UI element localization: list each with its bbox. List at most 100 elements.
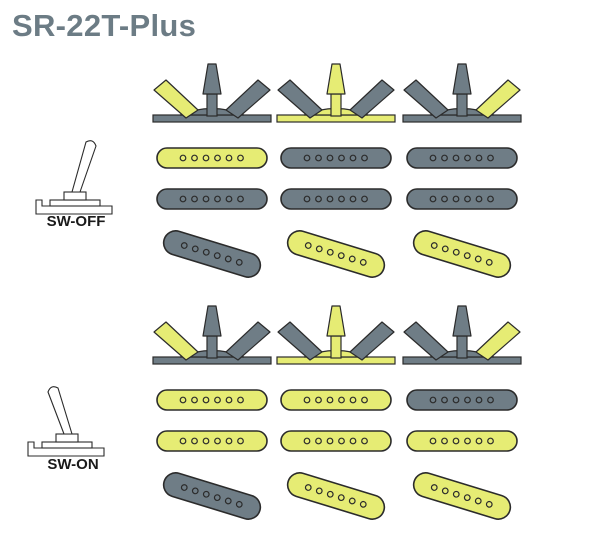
pole-piece [179,396,187,404]
section-sw-on [27,305,522,520]
toggle-plate [49,199,101,207]
selector-center-stem [330,93,342,117]
pickup-body [156,430,268,452]
pole-piece [202,195,210,203]
pole-piece [441,396,448,404]
selector-switch [276,63,396,123]
pole-piece [452,248,460,256]
pole-piece [191,487,199,495]
pole-piece [214,437,221,445]
pole-piece [214,154,221,162]
pole-piece [485,258,493,266]
pole-piece [315,195,322,203]
pickup-body [286,230,386,278]
pole-piece [338,195,345,203]
pole-piece [202,490,210,498]
pole-piece [475,195,483,203]
pole-piece [304,484,312,491]
pole-piece [214,396,221,404]
single-coil-pickup [406,147,518,169]
pole-piece [235,258,243,266]
slanted-pickup [412,472,512,520]
pickup-body [406,430,518,452]
slanted-pickup [162,472,262,520]
selector-center-knob [326,305,346,337]
slanted-pickup [286,472,386,520]
single-coil-pickup [156,188,268,210]
pole-piece [361,154,368,162]
pole-piece [315,437,322,445]
selector-switch [402,305,522,365]
position-column-2 [276,63,396,278]
pole-piece [338,437,345,445]
pole-piece [429,154,437,162]
pole-piece [441,195,448,203]
selector-left-blade [403,321,449,361]
mini-toggle-switch [27,386,105,457]
pole-piece [214,195,221,203]
pole-piece [452,195,460,203]
pole-piece [429,396,437,404]
pole-piece [237,154,244,162]
toggle-lever [71,140,97,193]
selector-left-blade [277,321,323,361]
pole-piece [303,437,311,445]
page-title: SR-22T-Plus [12,8,197,43]
pole-piece [349,396,357,404]
pickup-body [412,230,512,278]
pole-piece [464,154,471,162]
selector-right-blade [475,79,521,119]
single-coil-pickup [156,389,268,411]
pole-piece [303,396,311,404]
pole-piece [361,396,368,404]
selector-center-knob [326,63,346,95]
pickup-body [406,389,518,411]
single-coil-pickup [406,188,518,210]
sw-on-label: SW-ON [47,456,99,473]
selector-center-stem [456,93,468,117]
single-coil-pickup [156,430,268,452]
selector-left-blade [277,79,323,119]
pole-piece [326,154,334,162]
single-coil-pickup [280,147,392,169]
selector-center-knob [452,305,472,337]
pole-piece [452,490,460,498]
pickup-body [156,389,268,411]
pole-piece [441,487,449,495]
pickup-body [286,472,386,520]
pole-piece [452,396,460,404]
pole-piece [487,437,494,445]
position-column-1 [152,305,272,520]
pickup-body [280,188,392,210]
pole-piece [180,484,188,491]
selector-right-blade [475,321,521,361]
pole-piece [337,252,345,260]
pole-piece [474,255,482,263]
selector-center-knob [452,63,472,95]
pole-piece [237,195,244,203]
pole-piece [452,437,460,445]
pole-piece [326,396,334,404]
pole-piece [191,437,198,445]
selector-right-blade [349,79,395,119]
pole-piece [191,396,198,404]
pole-piece [202,248,210,256]
pole-piece [213,494,221,502]
pole-piece [430,242,438,249]
selector-switch [152,305,272,365]
pole-piece [452,154,460,162]
pole-piece [348,497,356,505]
selector-switch [276,305,396,365]
toggle-base [35,199,113,215]
pole-piece [202,154,210,162]
pole-piece [180,242,188,249]
selector-center-knob [202,63,222,95]
pole-piece [359,500,367,508]
pole-piece [441,245,449,253]
pole-piece [202,437,210,445]
pole-piece [224,497,232,505]
pole-piece [463,252,471,260]
single-coil-pickup [156,147,268,169]
pole-piece [315,245,323,253]
